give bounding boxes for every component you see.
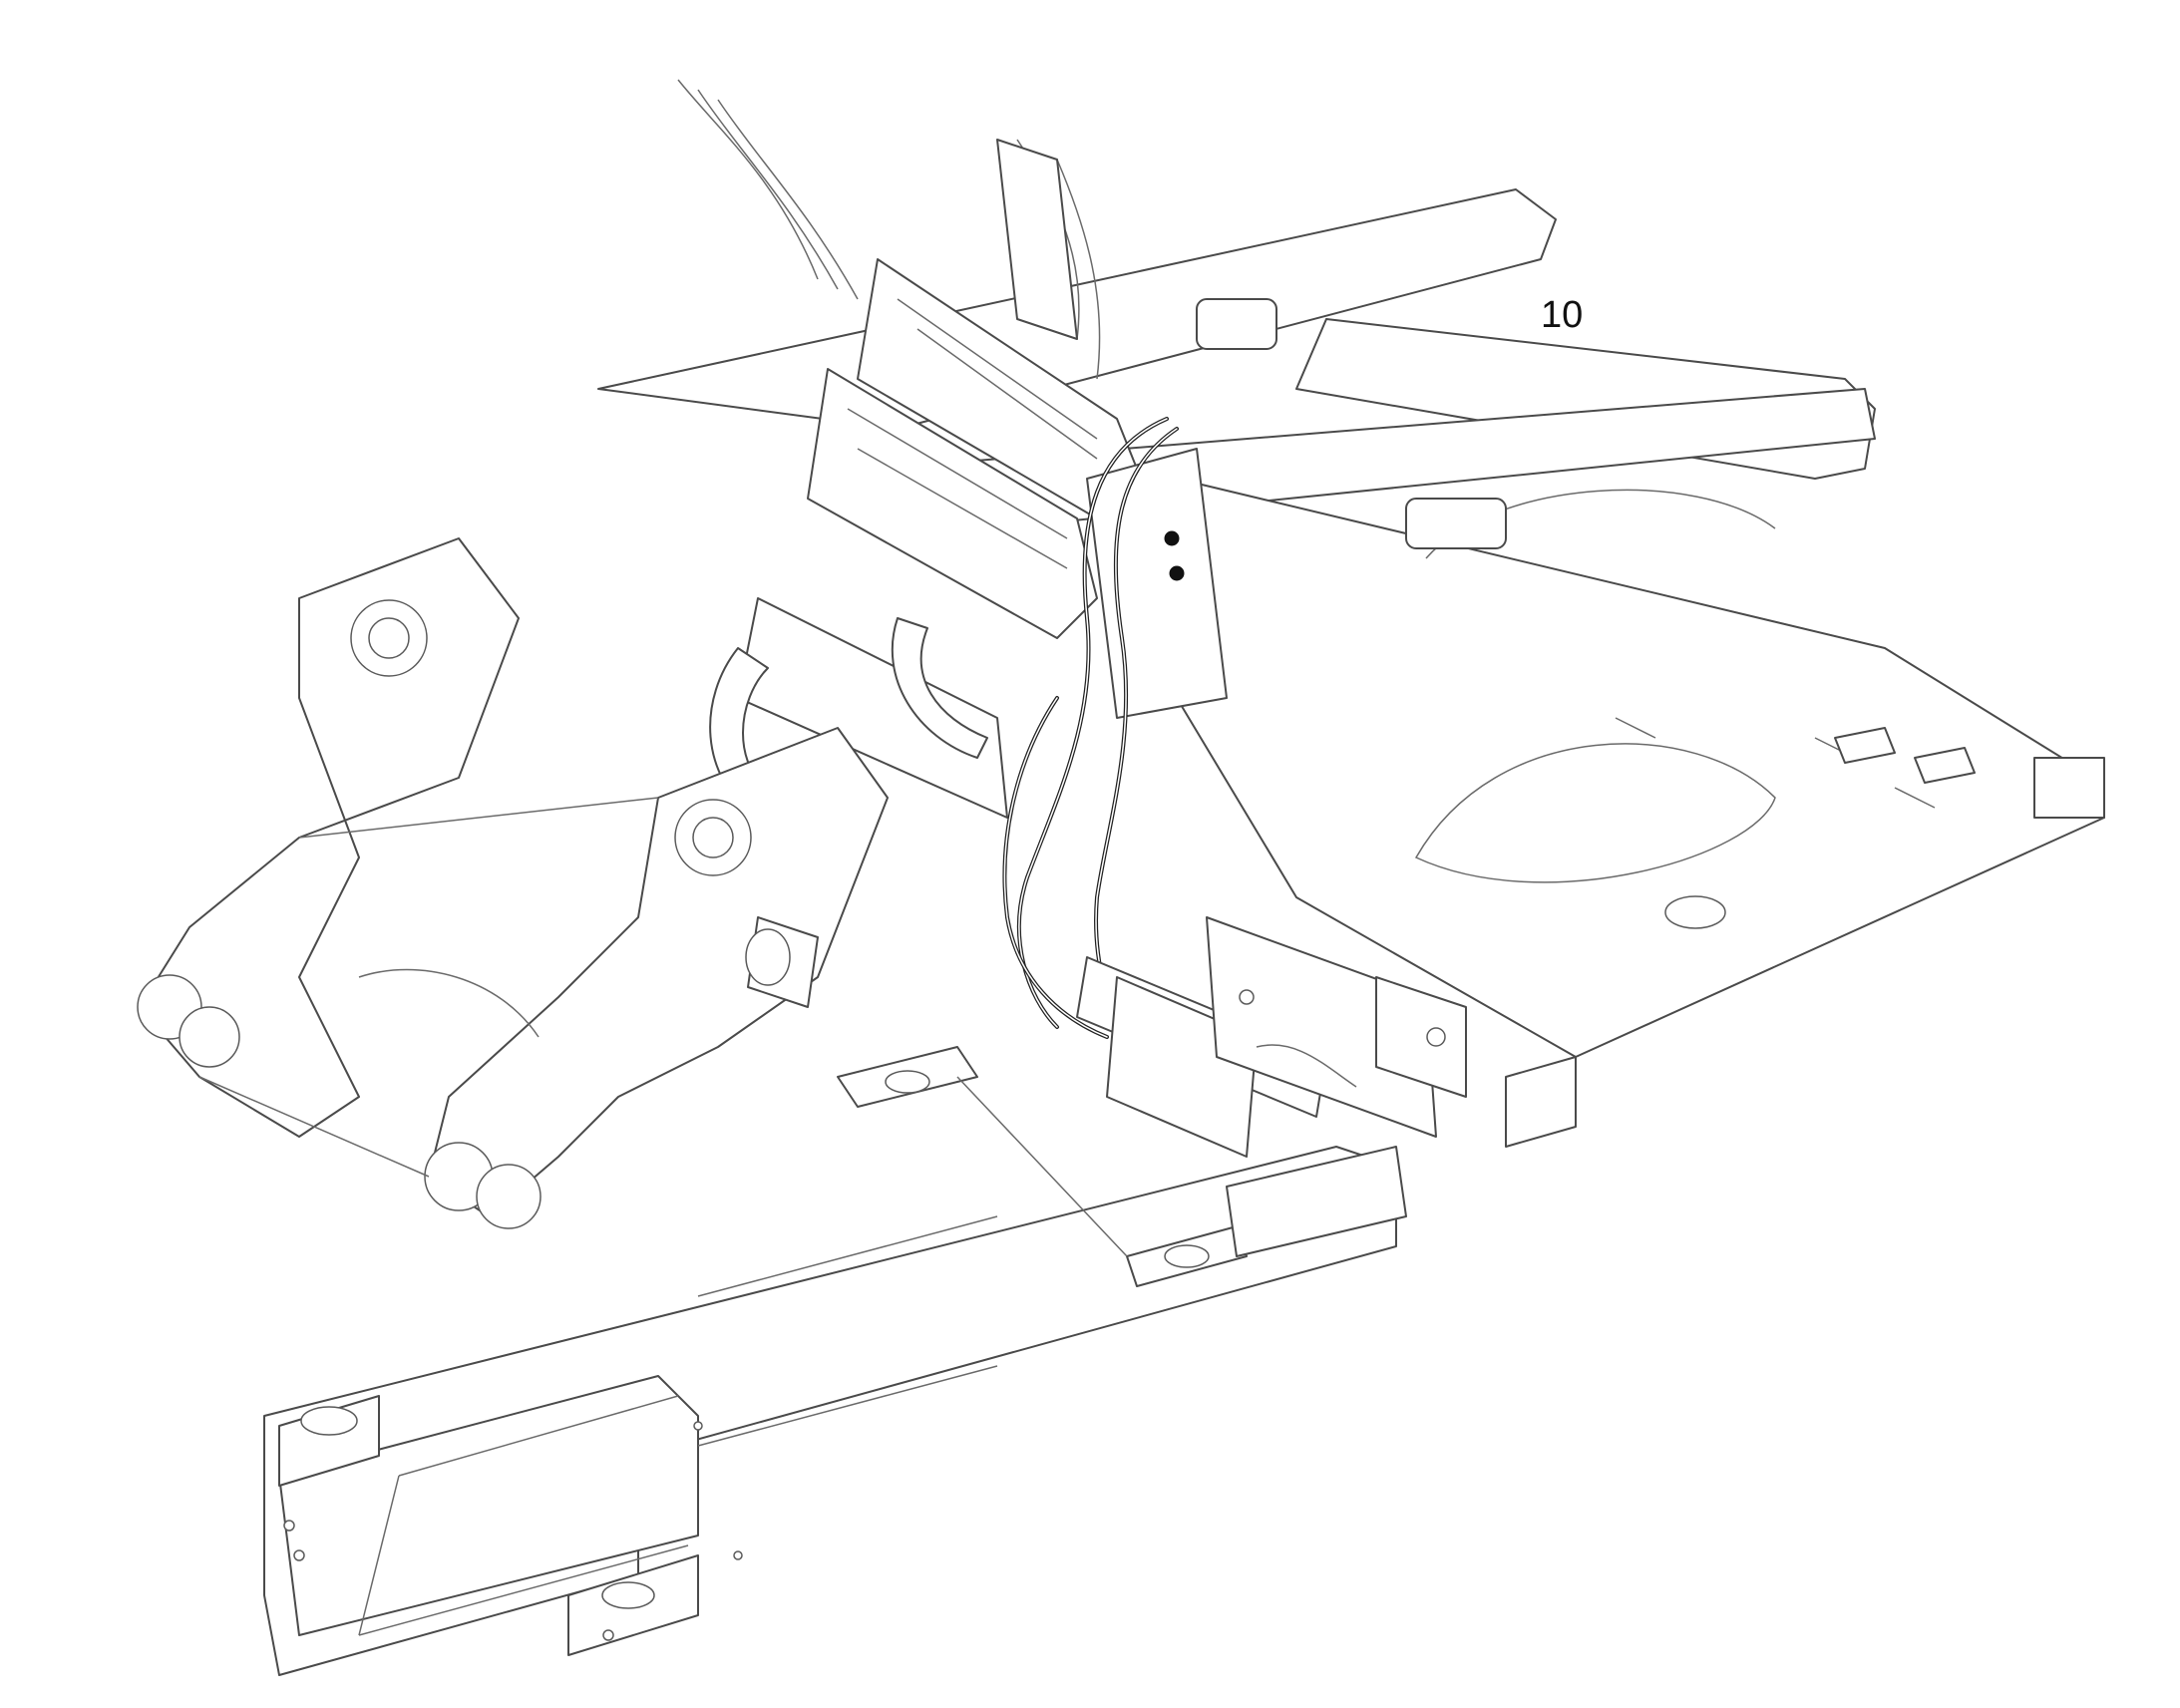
lower-manifold (1076, 916, 1467, 1158)
base-frame (263, 1046, 1407, 1676)
boom-mount-towers (137, 537, 889, 1229)
rear-frame (597, 188, 2105, 1148)
callout-label-10: 10 (1541, 294, 1583, 336)
